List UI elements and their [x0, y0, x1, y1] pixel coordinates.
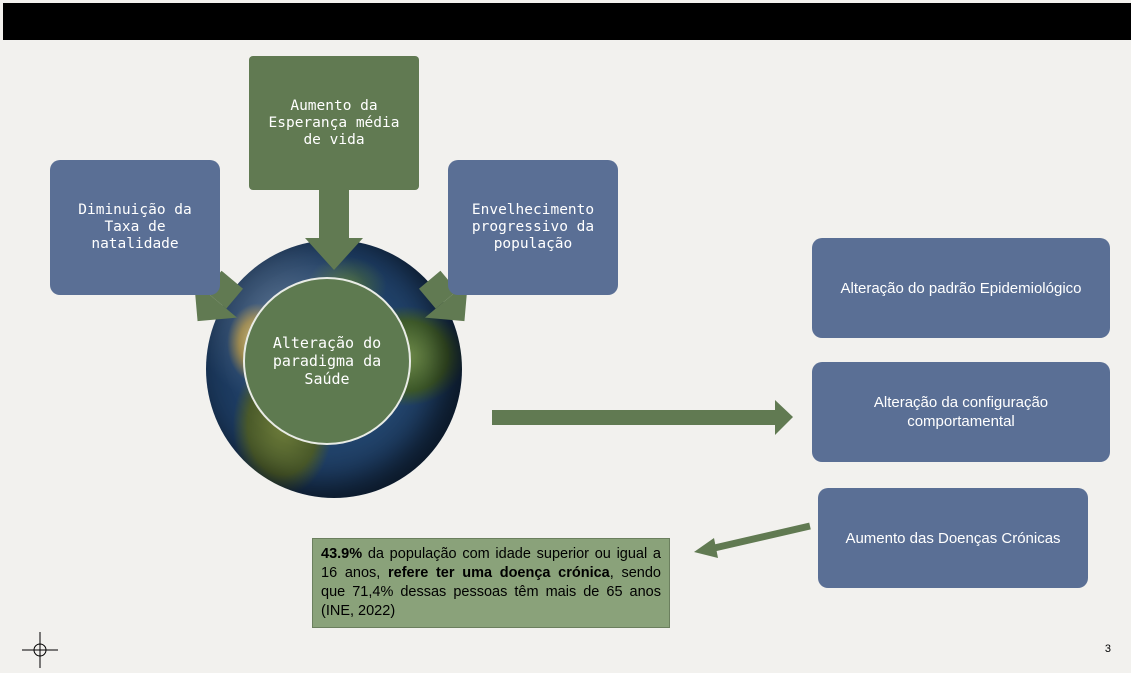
arrow-cronicas-to-info [694, 522, 811, 558]
top-bar [3, 3, 1131, 40]
box-natalidade: Diminuição da Taxa de natalidade [50, 160, 220, 295]
arrow-center-to-right [492, 400, 793, 435]
box-esperanca-media-vida: Aumento da Esperança média de vida [249, 56, 419, 190]
box-envelhecimento: Envelhecimento progressivo da população [448, 160, 618, 295]
arrow-esperanca-to-center [305, 190, 363, 270]
crosshair-icon [22, 632, 58, 668]
box-doencas-cronicas: Aumento das Doenças Crónicas [818, 488, 1088, 588]
box-padrao-epidemiologico: Alteração do padrão Epidemiológico [812, 238, 1110, 338]
info-text-2: , sendo que 71,4% dessas pessoas têm mai… [321, 565, 661, 619]
info-pct: 43.9% [321, 546, 363, 562]
info-text-1: da população com idade superior ou igual… [321, 546, 661, 581]
info-bold: refere ter uma doença crónica [387, 565, 610, 581]
page-number: 3 [1104, 643, 1111, 655]
box-configuracao-comportamental: Alteração da configuração comportamental [812, 362, 1110, 462]
center-circle-paradigma: Alteração do paradigma da Saúde [243, 277, 411, 445]
info-box-ine: 43.9% da população com idade superior ou… [312, 538, 670, 628]
